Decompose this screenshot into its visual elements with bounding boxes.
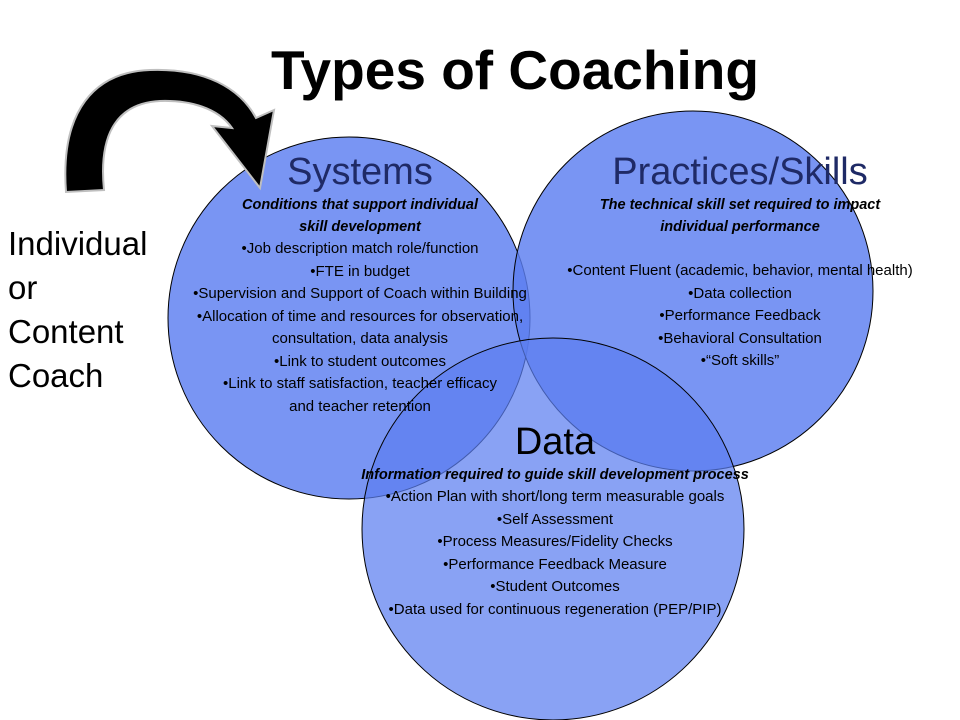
systems-bullet: •Link to staff satisfaction, teacher eff…: [222, 375, 497, 392]
data-heading: Data: [514, 421, 596, 463]
systems-bullet: and teacher retention: [289, 397, 431, 415]
practices-text-block: Practices/Skills The technical skill set…: [520, 150, 960, 373]
systems-bullet: •FTE in budget: [310, 262, 410, 280]
systems-heading: Systems: [287, 151, 433, 193]
data-circle: [361, 337, 745, 720]
data-bullet: •Data used for continuous regeneration (…: [388, 600, 722, 618]
systems-subtitle-line: Conditions that support individual: [241, 197, 478, 213]
practices-bullet: •“Soft skills”: [700, 352, 780, 369]
practices-bullet: •Data collection: [688, 284, 792, 302]
coach-type-label: Individual or Content Coach: [8, 222, 168, 398]
spacer: [520, 238, 960, 260]
systems-text-block: Systems Conditions that support individu…: [150, 150, 570, 418]
practices-bullet: •Behavioral Consultation: [658, 329, 822, 347]
systems-bullet: •Link to student outcomes: [273, 352, 447, 370]
data-bullet: •Student Outcomes: [490, 578, 620, 595]
data-bullet: •Self Assessment: [496, 510, 614, 528]
practices-subtitle-line: The technical skill set required to impa…: [599, 197, 881, 213]
systems-bullet: consultation, data analysis: [272, 330, 448, 347]
coach-type-label-line: Content: [8, 313, 124, 350]
coach-type-label-line: Coach: [8, 357, 104, 394]
coach-type-label-line: Individual: [8, 225, 148, 262]
data-bullet: •Process Measures/Fidelity Checks: [437, 533, 673, 550]
practices-bullet: •Content Fluent (academic, behavior, men…: [567, 262, 913, 279]
page-title: Types of Coaching: [271, 39, 759, 101]
coach-type-label-line: or: [8, 269, 38, 306]
data-subtitle-line: Information required to guide skill deve…: [361, 467, 749, 483]
systems-bullet: •Allocation of time and resources for ob…: [196, 307, 524, 325]
systems-subtitle-line: skill development: [299, 219, 421, 235]
data-text-block: Data Information required to guide skill…: [285, 420, 825, 621]
practices-subtitle-line: individual performance: [660, 219, 820, 235]
systems-bullet: •Job description match role/function: [241, 240, 479, 257]
systems-bullet: •Supervision and Support of Coach within…: [193, 285, 527, 302]
curved-arrow-icon: [64, 68, 276, 194]
practices-heading: Practices/Skills: [612, 151, 868, 193]
data-bullet: •Action Plan with short/long term measur…: [385, 488, 725, 505]
practices-bullet: •Performance Feedback: [659, 307, 821, 324]
data-bullet: •Performance Feedback Measure: [443, 555, 667, 573]
